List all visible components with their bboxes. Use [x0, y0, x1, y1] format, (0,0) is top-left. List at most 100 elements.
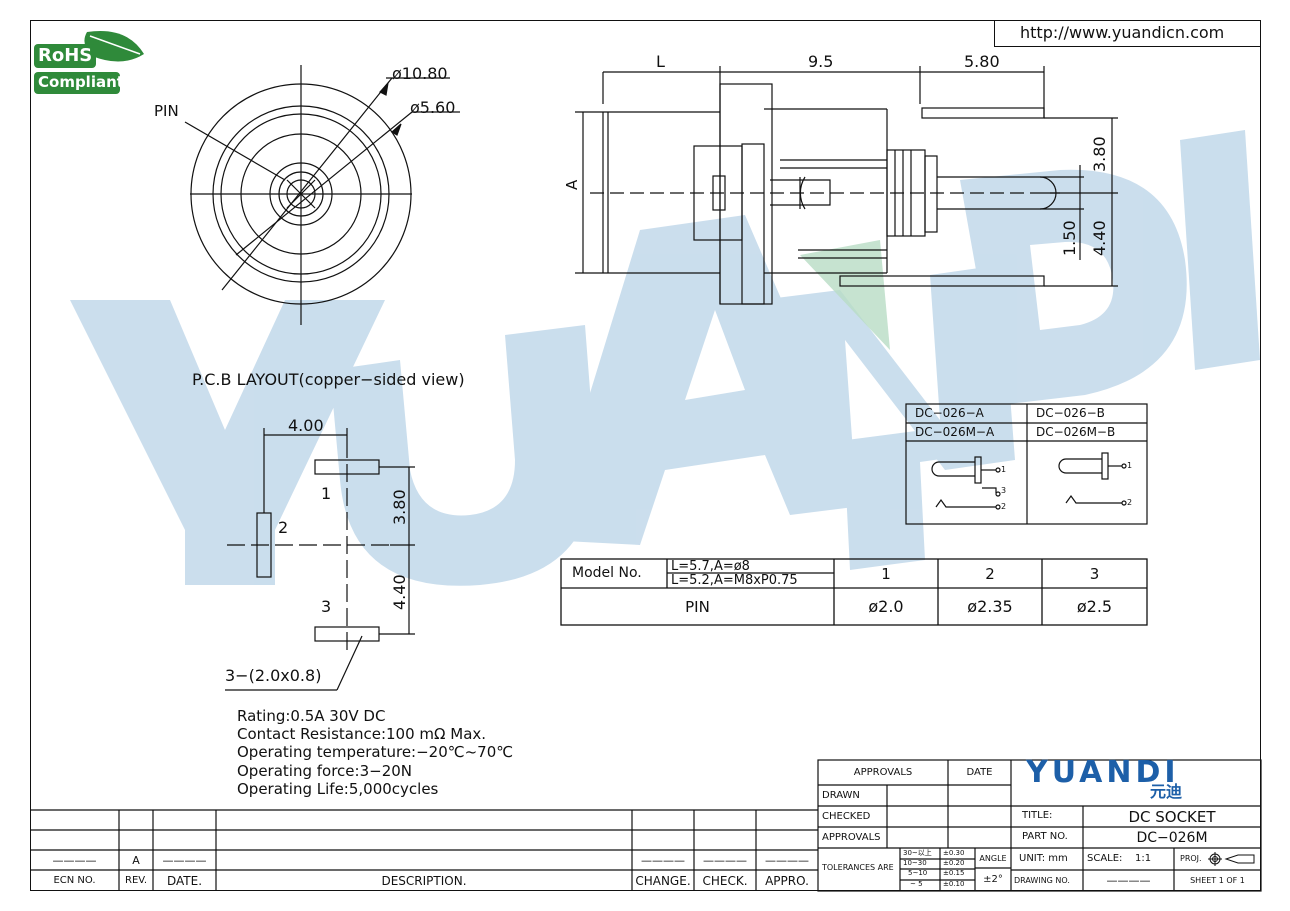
- variant-b-pin-1: 1: [1127, 461, 1133, 470]
- pcb-title: P.C.B LAYOUT(copper−sided view): [192, 370, 465, 389]
- pcb-pad-spec: 3−(2.0x0.8): [225, 666, 322, 685]
- pcb-pad-2: 2: [278, 518, 289, 537]
- title-block-lines: [817, 759, 1262, 892]
- rev-check-dash: ————: [703, 853, 747, 867]
- pcb-pad-1: 1: [321, 484, 332, 503]
- side-dim-A: A: [563, 179, 581, 190]
- front-pin-label: PIN: [154, 102, 179, 120]
- model-table-lines: [560, 558, 1148, 626]
- tb-tol-range-1: 30~以上: [903, 849, 932, 857]
- variant-a-pin-2: 2: [1001, 502, 1007, 511]
- tb-tol-range-2: 10~30: [903, 859, 927, 867]
- front-view: [184, 65, 460, 325]
- side-view: [575, 66, 1118, 305]
- pcb-dim-4-40: 4.40: [390, 574, 409, 610]
- sheet-border: [30, 20, 1261, 891]
- tb-title-value: DC SOCKET: [1128, 807, 1216, 826]
- variant-a-pin-3: 3: [1001, 486, 1007, 495]
- tb-tol-value-2: ±0.20: [943, 859, 965, 867]
- tb-scale-value: 1:1: [1135, 853, 1152, 864]
- tb-title-label: TITLE:: [1022, 810, 1053, 821]
- tb-angle-value: ±2°: [983, 874, 1003, 885]
- tb-part-label: PART NO.: [1022, 831, 1068, 842]
- pcb-dim-4-00: 4.00: [288, 416, 324, 435]
- model-col-3: 3: [1089, 564, 1100, 583]
- side-dim-9-5: 9.5: [808, 52, 834, 71]
- tb-proj: PROJ.: [1180, 854, 1202, 863]
- url-box: [994, 20, 1261, 47]
- spec-operating-temperature: Operating temperature:−20℃~70℃: [237, 743, 514, 761]
- spec-operating-life: Operating Life:5,000cycles: [237, 780, 439, 798]
- model-col-2: 2: [985, 564, 995, 583]
- model-row-2: L=5.2,A=M8xP0.75: [671, 573, 798, 588]
- variant-a-top: DC−026−A: [915, 406, 984, 420]
- rev-header-ecn: ECN NO.: [53, 875, 96, 886]
- model-val-3: ø2.5: [1076, 597, 1113, 616]
- side-dim-4-40: 4.40: [1090, 220, 1109, 256]
- rohs-leaf-icon: [34, 30, 144, 94]
- revision-block-lines: [30, 809, 818, 891]
- variant-b-bottom: DC−026M−B: [1036, 425, 1116, 439]
- projection-symbol-icon: [1208, 852, 1255, 866]
- tb-scale-label: SCALE:: [1087, 853, 1123, 864]
- tb-tol-value-4: ±0.10: [943, 880, 965, 888]
- tb-date: DATE: [966, 767, 993, 778]
- rev-ecn-dash: ————: [52, 853, 97, 867]
- rev-change-dash: ————: [641, 853, 685, 867]
- variant-b-top: DC−026−B: [1036, 406, 1105, 420]
- spec-operating-force: Operating force:3−20N: [237, 762, 413, 780]
- rev-header-check: CHECK.: [702, 873, 748, 888]
- rohs-compliant-label: Compliant: [38, 73, 124, 91]
- url-text[interactable]: http://www.yuandicn.com: [1020, 23, 1225, 42]
- side-dim-5-80: 5.80: [964, 52, 1000, 71]
- rev-appro-dash: ————: [765, 853, 809, 867]
- pcb-pad-3: 3: [321, 597, 332, 616]
- pcb-layout: [225, 428, 415, 691]
- tb-drawing-value: ————: [1106, 874, 1151, 887]
- rev-header-date: DATE.: [166, 873, 203, 888]
- rev-header-appro: APPRO.: [765, 873, 809, 888]
- tb-approvals: APPROVALS: [853, 767, 913, 778]
- model-val-1: ø2.0: [868, 597, 904, 616]
- tb-unit: UNIT: mm: [1019, 853, 1068, 864]
- tb-checked: CHECKED: [822, 811, 871, 822]
- front-dim-outer: ø10.80: [392, 64, 448, 83]
- model-col-1: 1: [881, 564, 891, 583]
- tb-approvals-2: APPROVALS: [822, 832, 881, 843]
- tb-tol-value-3: ±0.15: [943, 869, 965, 877]
- side-dim-1-50: 1.50: [1060, 220, 1079, 256]
- rohs-label: RoHS: [38, 45, 93, 66]
- tb-angle: ANGLE: [979, 853, 1007, 863]
- model-no-label: Model No.: [572, 565, 642, 581]
- tb-drawn: DRAWN: [822, 790, 860, 801]
- variant-a-pin-1: 1: [1001, 465, 1007, 474]
- tb-tol-range-4: ~ 5: [910, 880, 923, 888]
- tb-sheet: SHEET 1 OF 1: [1190, 876, 1245, 885]
- side-dim-3-80: 3.80: [1090, 136, 1109, 172]
- tb-part-value: DC−026M: [1136, 829, 1208, 846]
- rev-header-change: CHANGE.: [635, 873, 691, 888]
- tb-tolerances: TOLERANCES ARE: [822, 863, 894, 872]
- tb-logo-text: YUANDI: [1026, 755, 1180, 790]
- rev-header-description: DESCRIPTION.: [381, 873, 467, 888]
- variant-a-bottom: DC−026M−A: [915, 425, 995, 439]
- rev-header-rev: REV.: [125, 875, 147, 886]
- tb-logo-chinese: 元迪: [1150, 782, 1183, 801]
- spec-rating: Rating:0.5A 30V DC: [237, 707, 386, 725]
- tb-tol-range-3: 5~10: [908, 869, 928, 877]
- model-val-2: ø2.35: [967, 597, 1013, 616]
- front-dim-inner: ø5.60: [410, 98, 456, 117]
- variant-schematics: [905, 403, 1148, 525]
- rev-value: A: [132, 853, 140, 867]
- pcb-dim-3-80: 3.80: [390, 489, 409, 525]
- spec-contact-resistance: Contact Resistance:100 mΩ Max.: [237, 725, 487, 743]
- model-row-1: L=5.7,A=ø8: [671, 559, 750, 574]
- variant-b-pin-2: 2: [1127, 498, 1133, 507]
- tb-drawing-no: DRAWING NO.: [1014, 876, 1070, 885]
- tb-tol-value-1: ±0.30: [943, 849, 965, 857]
- model-pin-label: PIN: [685, 597, 710, 616]
- rev-date-dash: ————: [162, 853, 207, 867]
